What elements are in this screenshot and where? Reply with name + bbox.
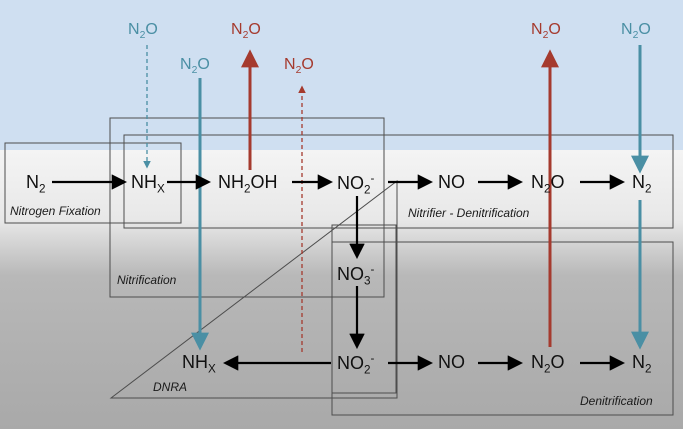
formula-base: N	[531, 352, 544, 372]
formula-subscript: 2	[295, 65, 302, 77]
formula-base: N	[632, 172, 645, 192]
formula-base: N	[180, 56, 192, 73]
n2o-emission-label: N2O	[180, 57, 210, 77]
formula-superscript: -	[370, 263, 375, 276]
formula-base: NO	[337, 353, 364, 373]
formula-subscript: 2	[242, 30, 249, 42]
nitrifier-denitrification-label: Nitrifier - Denitrification	[408, 206, 530, 220]
formula-subscript: 2	[645, 182, 652, 196]
formula-base: N	[231, 21, 243, 38]
formula-base: NO	[438, 352, 465, 372]
formula-tail: O	[638, 21, 651, 38]
formula-subscript: 2	[544, 182, 551, 196]
formula-superscript: -	[370, 352, 375, 365]
formula-subscript: X	[208, 362, 216, 376]
formula-subscript: 2	[645, 362, 652, 376]
formula-subscript: 2	[364, 363, 371, 377]
formula-tail: O	[548, 21, 561, 38]
n2o-emission-label: N2O	[284, 57, 314, 77]
no-species-label: NO	[438, 353, 465, 371]
nitrification-box	[109, 117, 385, 298]
n2o-emission-label: N2O	[621, 22, 651, 42]
formula-base: NH	[131, 172, 157, 192]
n2-species-label: N2	[632, 353, 652, 375]
nitrification-label: Nitrification	[117, 273, 177, 287]
formula-base: NH	[182, 352, 208, 372]
formula-subscript: 2	[244, 182, 251, 196]
denitrification-box	[331, 241, 674, 416]
dnra-label: DNRA	[153, 380, 188, 394]
nhx-species-label: NHX	[131, 173, 165, 195]
formula-base: NO	[438, 172, 465, 192]
formula-base: N	[621, 21, 633, 38]
nh2oh-species-label: NH2OH	[218, 173, 278, 195]
formula-superscript: -	[370, 172, 375, 185]
formula-base: N	[284, 56, 296, 73]
nhx-species-label: NHX	[182, 353, 216, 375]
formula-subscript: 3	[364, 274, 371, 288]
n2o-emission-label: N2O	[531, 22, 561, 42]
nitrite-species-label: NO2-	[337, 353, 374, 376]
nitrite-species-label: NO2-	[337, 173, 374, 196]
formula-subscript: 2	[191, 65, 198, 77]
formula-subscript: 2	[542, 30, 549, 42]
no-species-label: NO	[438, 173, 465, 191]
formula-base: NO	[337, 173, 364, 193]
formula-base: N	[632, 352, 645, 372]
formula-base: N	[26, 172, 39, 192]
formula-subscript: 2	[139, 30, 146, 42]
formula-base: NH	[218, 172, 244, 192]
formula-subscript: 2	[364, 183, 371, 197]
formula-tail: OH	[250, 172, 278, 192]
formula-tail: O	[145, 21, 158, 38]
formula-base: N	[531, 172, 544, 192]
formula-tail: O	[248, 21, 261, 38]
formula-tail: O	[550, 352, 565, 372]
denitrification-label: Denitrification	[580, 394, 653, 408]
formula-base: NO	[337, 264, 364, 284]
formula-subscript: 2	[632, 30, 639, 42]
soil-region	[0, 150, 683, 429]
formula-subscript: 2	[39, 182, 46, 196]
n2o-emission-label: N2O	[128, 22, 158, 42]
n2-species-label: N2	[26, 173, 46, 195]
formula-tail: O	[550, 172, 565, 192]
formula-subscript: X	[157, 182, 165, 196]
formula-subscript: 2	[544, 362, 551, 376]
formula-tail: O	[301, 56, 314, 73]
formula-base: N	[128, 21, 140, 38]
n2o-species-label: N2O	[531, 353, 565, 375]
formula-tail: O	[197, 56, 210, 73]
dnra-triangle	[109, 179, 398, 399]
n2-species-label: N2	[632, 173, 652, 195]
formula-base: N	[531, 21, 543, 38]
n2o-emission-label: N2O	[231, 22, 261, 42]
nitrogen-fixation-label: Nitrogen Fixation	[10, 204, 101, 218]
n2o-species-label: N2O	[531, 173, 565, 195]
sky-region	[0, 0, 683, 150]
nitrate-species-label: NO3-	[337, 264, 374, 287]
